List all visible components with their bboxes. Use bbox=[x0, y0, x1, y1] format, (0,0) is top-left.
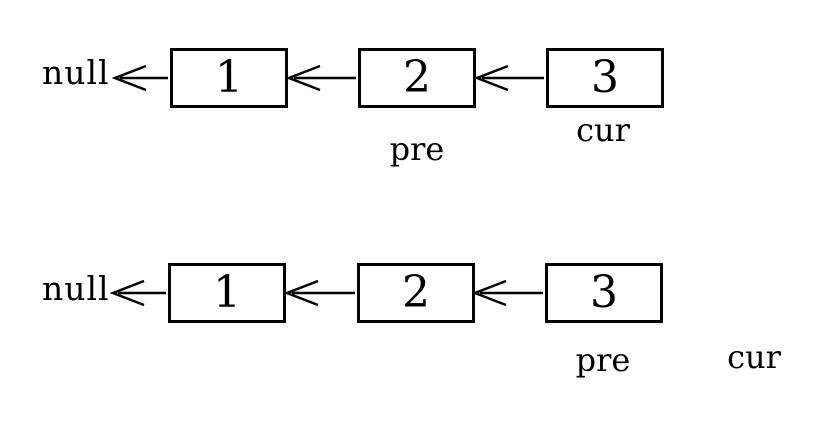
arrow-row2-node3-to-node2 bbox=[471, 279, 543, 307]
list-node-row2-3: 3 bbox=[545, 263, 663, 323]
cur-pointer-label-row2: cur bbox=[727, 338, 781, 376]
null-label-row1: null bbox=[42, 53, 110, 92]
pre-pointer-label-row2: pre bbox=[575, 341, 631, 379]
null-label-row2: null bbox=[42, 269, 110, 308]
list-node-row1-3: 3 bbox=[546, 48, 664, 108]
cur-pointer-label-row1: cur bbox=[576, 111, 630, 149]
pre-pointer-label-row1: pre bbox=[389, 130, 445, 168]
arrow-row1-node1-to-null bbox=[111, 64, 168, 92]
list-node-row1-1: 1 bbox=[170, 48, 288, 108]
list-node-row2-1: 1 bbox=[168, 263, 286, 323]
arrow-row2-node2-to-node1 bbox=[283, 279, 355, 307]
arrow-row1-node3-to-node2 bbox=[473, 64, 544, 92]
arrow-row1-node2-to-node1 bbox=[285, 64, 356, 92]
list-node-row2-2: 2 bbox=[357, 263, 475, 323]
arrow-row2-node1-to-null bbox=[109, 279, 166, 307]
list-node-row1-2: 2 bbox=[358, 48, 476, 108]
